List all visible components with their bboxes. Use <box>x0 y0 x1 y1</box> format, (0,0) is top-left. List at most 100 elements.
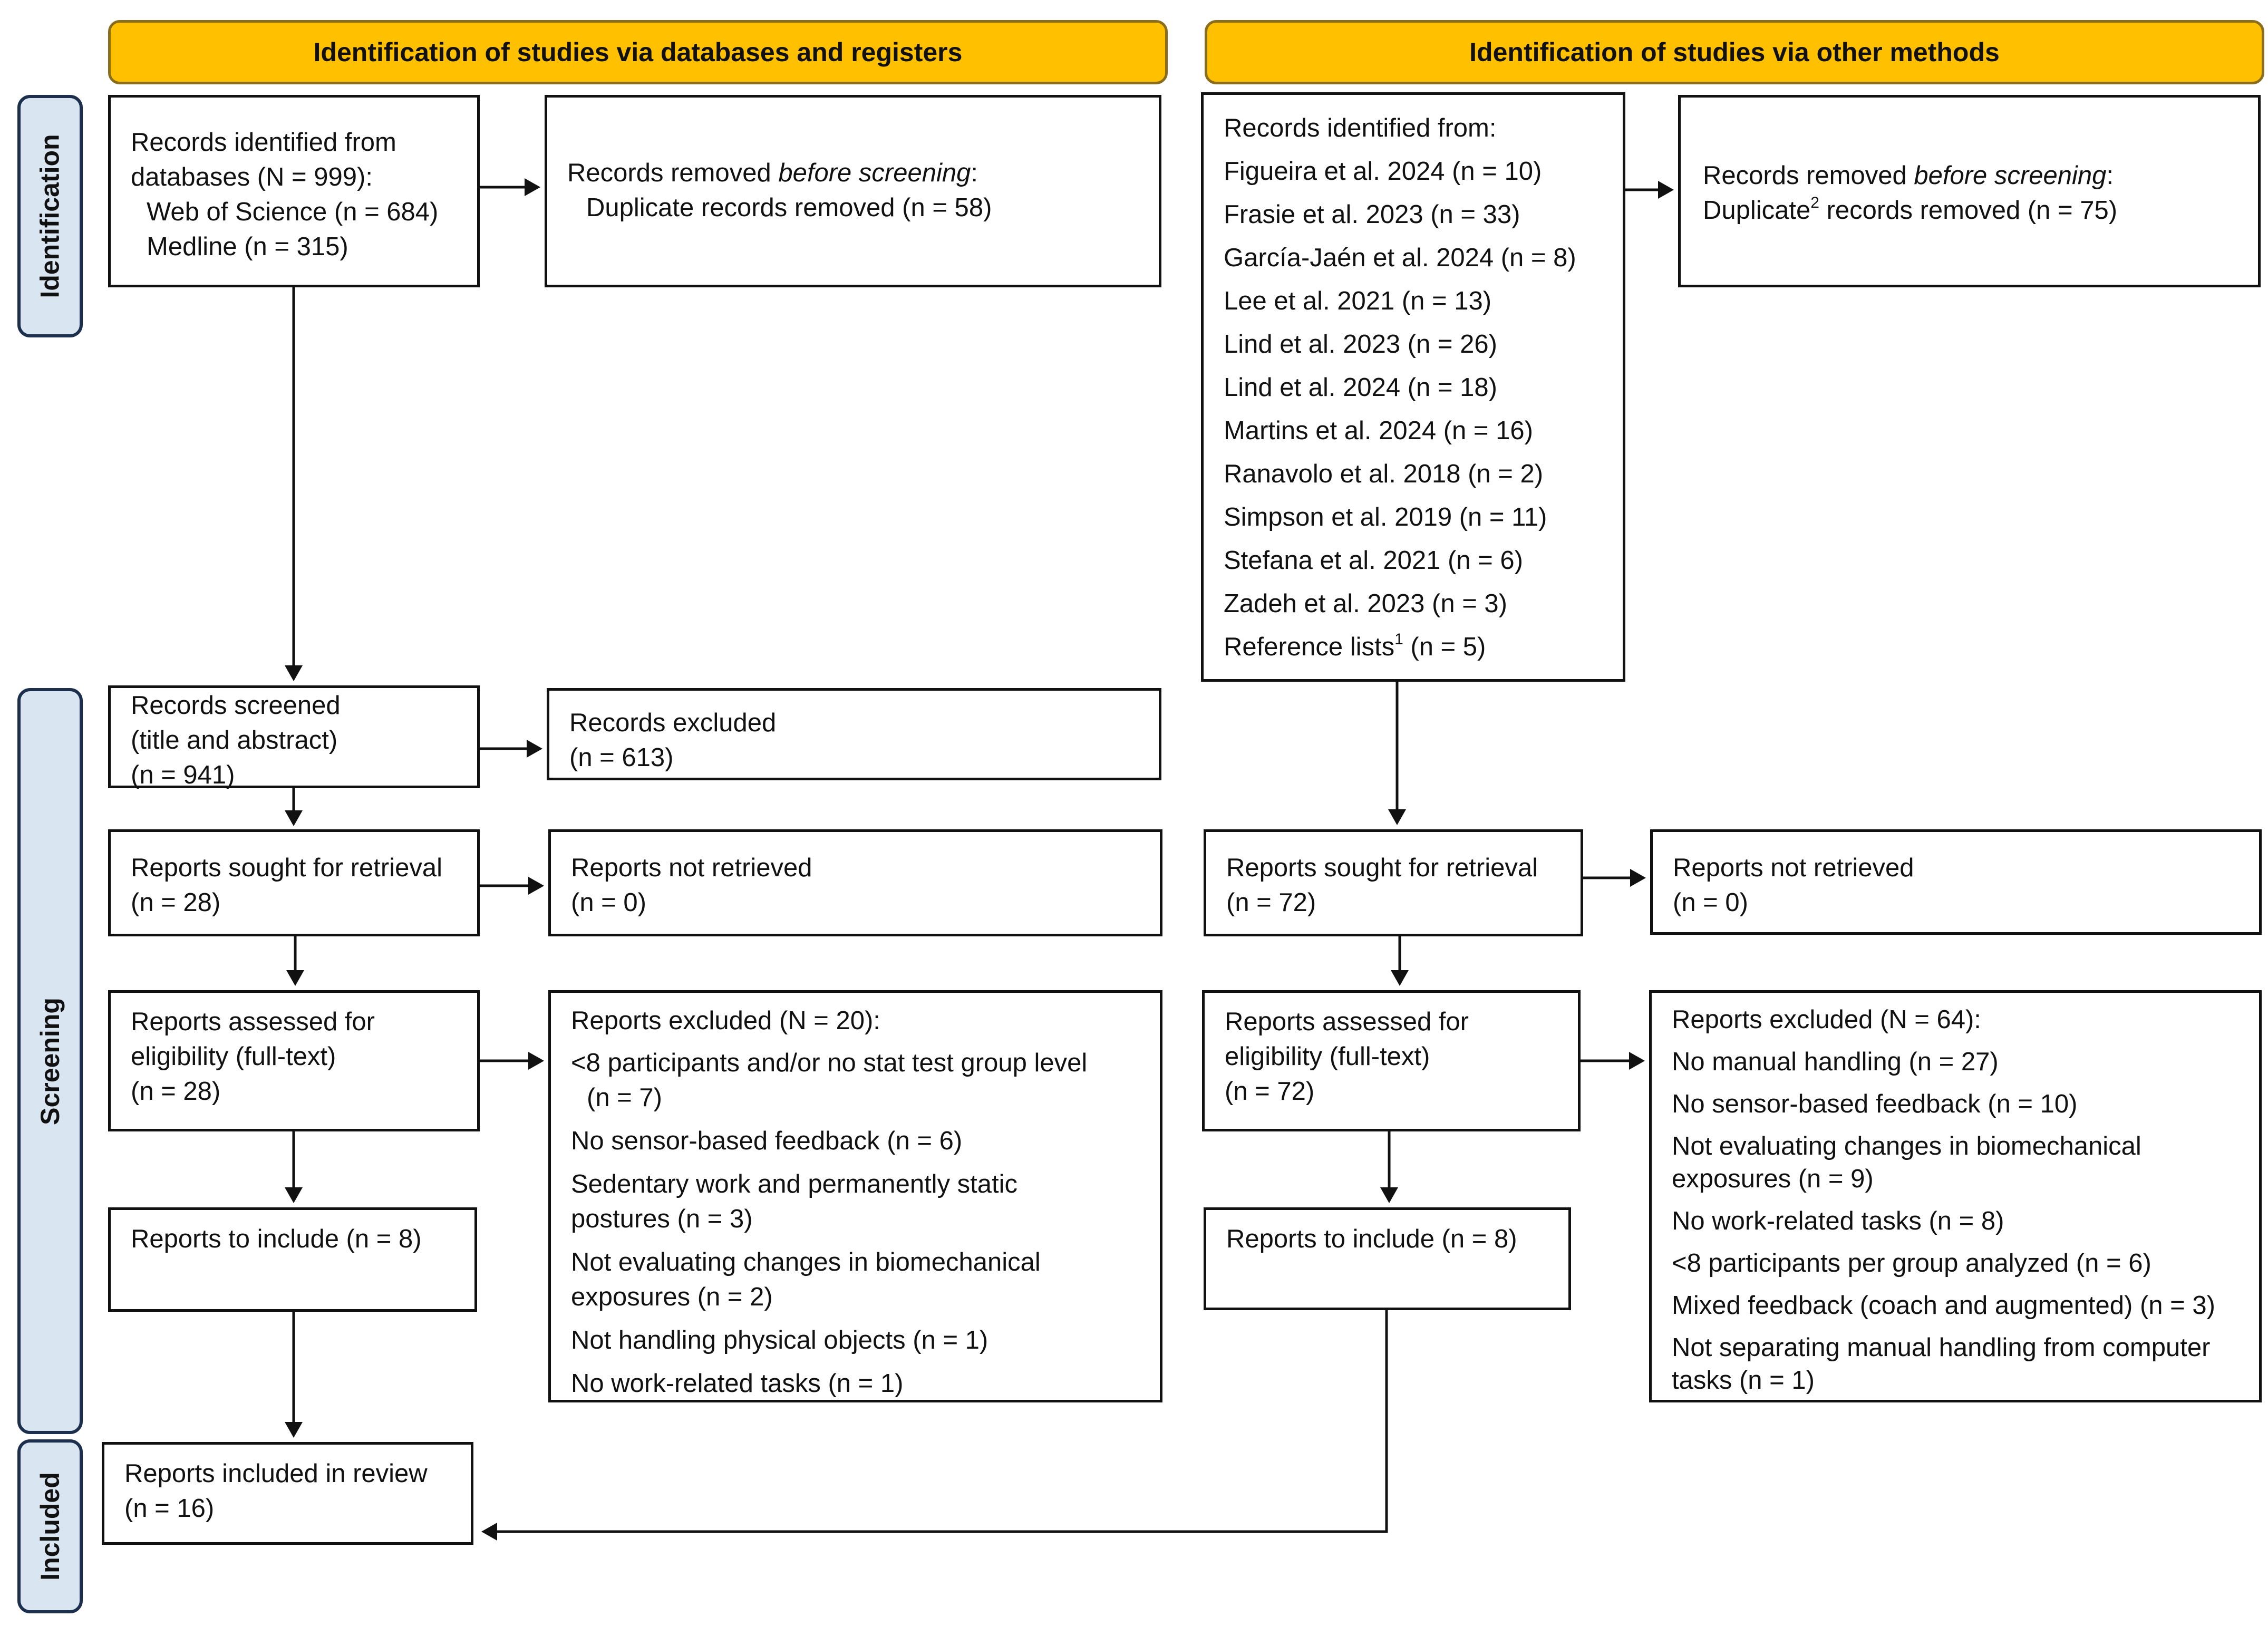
other-reports-sought-box: Reports sought for retrieval (n = 72) <box>1204 829 1583 936</box>
other-reports-not-retrieved-box: Reports not retrieved (n = 0) <box>1650 829 2262 935</box>
text-line: (n = 0) <box>571 888 646 917</box>
list-item: Lind et al. 2024 (n = 18) <box>1224 373 1497 402</box>
arrowhead <box>1629 1052 1645 1070</box>
db-reports-assessed-box: Reports assessed for eligibility (full-t… <box>108 990 480 1131</box>
text-line: Records screened <box>131 691 341 720</box>
arrowhead <box>285 665 303 681</box>
db-records-screened-box: Records screened (title and abstract) (n… <box>108 685 480 789</box>
side-label-included: Included <box>17 1439 83 1613</box>
list-item: Martins et al. 2024 (n = 16) <box>1224 417 1533 445</box>
arrowhead <box>285 1422 303 1438</box>
text-fragment: (n = 5) <box>1403 633 1486 661</box>
text-line: (n = 0) <box>1673 888 1748 917</box>
arrowhead <box>1630 869 1646 887</box>
other-reports-excluded-box: Reports excluded (N = 64): No manual han… <box>1649 990 2262 1402</box>
header-other-methods: Identification of studies via other meth… <box>1205 20 2264 84</box>
list-item: Lee et al. 2021 (n = 13) <box>1224 287 1492 315</box>
arrowhead <box>528 877 544 895</box>
list-item: <8 participants per group analyzed (n = … <box>1672 1249 2151 1277</box>
header-databases-label: Identification of studies via databases … <box>313 37 963 67</box>
db-reports-to-include-box: Reports to include (n = 8) <box>108 1207 477 1312</box>
text-line: (title and abstract) <box>131 726 338 754</box>
list-item: Not separating manual handling from comp… <box>1672 1333 2211 1362</box>
text-line: Records identified from <box>131 128 396 157</box>
text-line: Records identified from: <box>1224 114 1497 142</box>
list-item: (n = 7) <box>587 1083 662 1112</box>
arrowhead <box>1380 1187 1398 1203</box>
reports-included-in-review-box: Reports included in review (n = 16) <box>102 1442 473 1545</box>
text-fragment: : <box>2106 161 2114 190</box>
text-fragment: records removed (n = 75) <box>1819 196 2118 225</box>
text-line: Duplicate2 records removed (n = 75) <box>1703 193 2258 228</box>
text-line: Reports sought for retrieval <box>1226 854 1538 882</box>
text-line: Medline (n = 315) <box>147 233 348 261</box>
text-line: Records removed before screening: <box>567 156 1159 190</box>
arrowhead <box>285 810 303 826</box>
footnote-marker: 2 <box>1810 193 1819 211</box>
list-item: Simpson et al. 2019 (n = 11) <box>1224 503 1547 531</box>
list-item: No manual handling (n = 27) <box>1672 1048 1999 1076</box>
list-item: Ranavolo et al. 2018 (n = 2) <box>1224 460 1544 488</box>
arrowhead <box>528 1052 544 1070</box>
list-item: No work-related tasks (n = 1) <box>571 1369 904 1398</box>
text-line: (n = 72) <box>1225 1077 1315 1106</box>
list-item: Not evaluating changes in biomechanical <box>571 1248 1041 1276</box>
list-item: Frasie et al. 2023 (n = 33) <box>1224 200 1520 229</box>
text-line: Reports assessed for <box>1225 1008 1469 1036</box>
side-label-identification: Identification <box>17 95 83 337</box>
side-label-screening: Screening <box>17 688 83 1434</box>
header-databases: Identification of studies via databases … <box>108 20 1168 84</box>
list-item: Lind et al. 2023 (n = 26) <box>1224 330 1497 359</box>
list-item: No sensor-based feedback (n = 10) <box>1672 1090 2078 1118</box>
text-line: Reports assessed for <box>131 1008 375 1036</box>
text-line: (n = 941) <box>131 761 235 789</box>
footnote-marker: 1 <box>1394 630 1403 648</box>
text-line: Reports sought for retrieval <box>131 854 442 882</box>
list-item: Figueira et al. 2024 (n = 10) <box>1224 157 1542 186</box>
text-fragment: Records removed <box>567 159 779 187</box>
list-item: Not handling physical objects (n = 1) <box>571 1326 988 1354</box>
text-line: databases (N = 999): <box>131 163 373 191</box>
list-item: exposures (n = 9) <box>1672 1165 1874 1193</box>
list-item: Sedentary work and permanently static <box>571 1170 1018 1198</box>
arrowhead <box>1391 970 1409 986</box>
text-line: eligibility (full-text) <box>131 1042 336 1071</box>
list-item: tasks (n = 1) <box>1672 1366 1815 1395</box>
text-line: Records removed before screening: <box>1703 158 2258 193</box>
arrowhead <box>481 1523 497 1541</box>
list-item: exposures (n = 2) <box>571 1283 773 1311</box>
text-line: Reports included in review <box>124 1459 428 1488</box>
text-fragment: : <box>971 159 978 187</box>
list-item: postures (n = 3) <box>571 1205 753 1233</box>
arrowhead <box>1658 181 1674 199</box>
db-reports-excluded-box: Reports excluded (N = 20): <8 participan… <box>548 990 1162 1402</box>
list-item: Reference lists1 (n = 5) <box>1224 630 1623 664</box>
other-reports-assessed-box: Reports assessed for eligibility (full-t… <box>1202 990 1581 1131</box>
arrowhead <box>527 740 542 758</box>
text-italic: before screening <box>1914 161 2107 190</box>
text-line: Reports excluded (N = 64): <box>1672 1005 1981 1034</box>
text-line: Duplicate records removed (n = 58) <box>586 193 992 222</box>
list-item: Stefana et al. 2021 (n = 6) <box>1224 546 1523 575</box>
list-item: No sensor-based feedback (n = 6) <box>571 1127 963 1155</box>
text-line: (n = 28) <box>131 1077 221 1106</box>
db-reports-not-retrieved-box: Reports not retrieved (n = 0) <box>548 829 1162 936</box>
text-line: (n = 28) <box>131 888 221 917</box>
db-records-removed-box: Records removed before screening: Duplic… <box>545 95 1161 287</box>
other-reports-to-include-box: Reports to include (n = 8) <box>1204 1207 1571 1310</box>
arrowhead <box>286 970 304 986</box>
text-line: Reports to include (n = 8) <box>131 1225 422 1253</box>
list-item: No work-related tasks (n = 8) <box>1672 1207 2004 1235</box>
arrowhead <box>1388 809 1406 825</box>
text-line: (n = 613) <box>569 743 674 772</box>
text-fragment: Reference lists <box>1224 633 1395 661</box>
text-line: Reports to include (n = 8) <box>1226 1225 1517 1253</box>
text-line: Web of Science (n = 684) <box>147 198 439 226</box>
text-line: Records excluded <box>569 709 777 737</box>
list-item: Not evaluating changes in biomechanical <box>1672 1132 2141 1160</box>
text-line: Reports not retrieved <box>571 854 812 882</box>
text-line: (n = 72) <box>1226 888 1316 917</box>
text-line: (n = 16) <box>124 1494 215 1523</box>
